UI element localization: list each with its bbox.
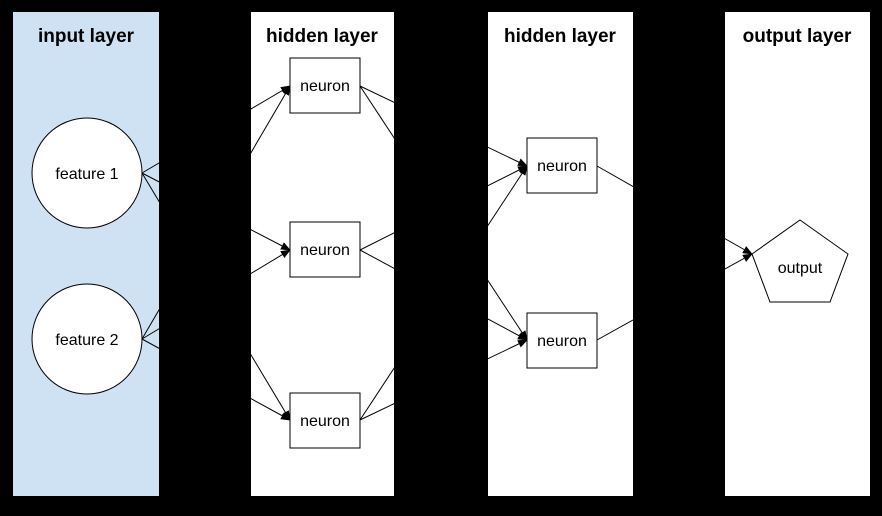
node-hidden1-neuron-3: neuron	[289, 392, 361, 449]
hidden1-neuron-1-label: neuron	[300, 78, 350, 95]
feature-2-label: feature 2	[55, 332, 118, 349]
panel-gap-3	[633, 0, 725, 516]
hidden1-neuron-2-label: neuron	[300, 242, 350, 259]
hidden1-neuron-3-box	[289, 392, 361, 449]
hidden1-neuron-2-box	[289, 221, 361, 278]
node-hidden2-neuron-1: neuron	[526, 137, 598, 194]
node-output: output	[751, 219, 849, 303]
output-label: output	[778, 260, 823, 277]
input-layer-panel	[13, 12, 159, 496]
hidden2-neuron-1-box	[526, 137, 598, 194]
hidden2-neuron-2-label: neuron	[537, 333, 587, 350]
hidden-layer-2-title: hidden layer	[504, 26, 617, 47]
feature-1-label: feature 1	[55, 166, 118, 183]
hidden1-neuron-1-box	[289, 57, 361, 114]
node-feature-2: feature 2	[31, 283, 143, 395]
node-hidden1-neuron-2: neuron	[289, 221, 361, 278]
hidden2-neuron-2-box	[526, 312, 598, 369]
output-layer-title: output layer	[743, 26, 852, 47]
panel-gap-2	[394, 0, 488, 516]
feature-1-circle	[31, 117, 143, 229]
feature-2-circle	[31, 283, 143, 395]
node-hidden1-neuron-1: neuron	[289, 57, 361, 114]
panel-gap-1	[159, 0, 251, 516]
hidden-layer-2-panel	[488, 12, 633, 496]
hidden2-neuron-1-label: neuron	[537, 158, 587, 175]
node-feature-1: feature 1	[31, 117, 143, 229]
node-hidden2-neuron-2: neuron	[526, 312, 598, 369]
hidden1-neuron-3-label: neuron	[300, 413, 350, 430]
input-layer-title: input layer	[38, 26, 135, 47]
output-pentagon	[751, 219, 849, 303]
hidden-layer-1-title: hidden layer	[266, 26, 379, 47]
